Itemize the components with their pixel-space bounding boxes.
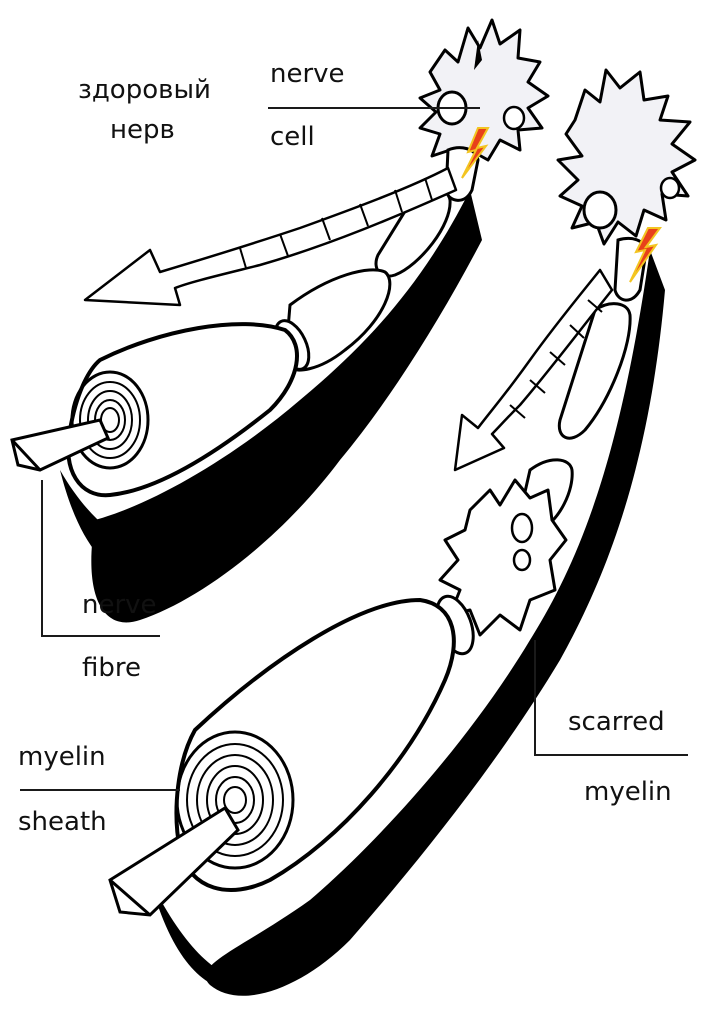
scarred-myelin-label-line1: scarred bbox=[568, 707, 665, 737]
damaged-nerve-cell-body bbox=[558, 70, 695, 244]
nerve-cell-label-line1: nerve bbox=[270, 59, 345, 89]
nerve-fibre-label-line1: nerve bbox=[82, 590, 157, 620]
nerve-cell-label-line2: cell bbox=[270, 122, 315, 152]
scarred-myelin-label-line2: myelin bbox=[584, 777, 672, 807]
healthy-nerve-title-line1: здоровый bbox=[78, 75, 211, 105]
myelin-sheath-label-line2: sheath bbox=[18, 807, 107, 837]
healthy-nerve-title-line2: нерв bbox=[110, 115, 175, 145]
damaged-nucleus bbox=[584, 192, 616, 228]
nerve-fibre-label-line2: fibre bbox=[82, 653, 141, 683]
myelin-sheath-label-line1: myelin bbox=[18, 742, 106, 772]
